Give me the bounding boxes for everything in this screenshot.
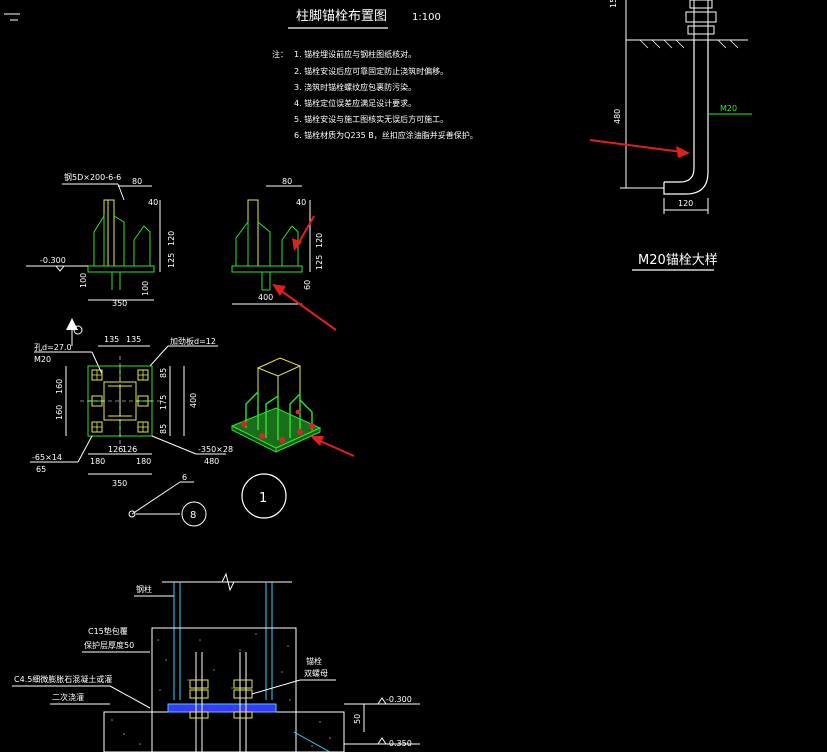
note-1: 1. 锚栓埋设前应与钢柱图纸核对。: [294, 49, 416, 59]
plan-dim-right-4: 85: [159, 424, 168, 434]
plan-dim-overall: 350: [112, 479, 127, 488]
elevation-right: 80 40 120 125 400 60: [231, 177, 324, 305]
plan-dim-left-1: 160: [55, 379, 64, 394]
elev-right-dim-120: 120: [315, 233, 324, 248]
note-4: 4. 锚栓定位误差应满足设计要求。: [294, 98, 416, 108]
anchor-bolt-detail: M20 150 480 120 M20锚栓大样: [609, 0, 752, 271]
elev-right-dim-125: 125: [315, 255, 324, 270]
elev-left-dim-40: 40: [148, 198, 158, 207]
note-5: 5. 锚栓安设与施工图核实无误后方可施工。: [294, 114, 448, 124]
plan-plate-label: -350×28: [198, 445, 233, 454]
corner-mark: [4, 13, 20, 21]
notes-label: 注：: [272, 49, 288, 59]
foundation-bolt-label: 锚栓: [306, 656, 322, 666]
plan-dim-left-2: 160: [55, 405, 64, 420]
foundation-cover-label: 保护层厚度50: [84, 640, 134, 650]
foundation-section: 钢柱 C: [12, 572, 420, 752]
drawing-scale: 1:100: [412, 12, 441, 23]
section-mark: 1: [241, 473, 287, 519]
plan-stiffener-label: 加劲板d=12: [170, 336, 216, 346]
plan-weld-size: 6: [182, 473, 187, 482]
elev-right-dim-40: 40: [296, 198, 306, 207]
red-arrow-isometric: [310, 436, 355, 457]
plan-bolt-label: M20: [34, 355, 51, 364]
foundation-dim-50: 50: [353, 714, 362, 724]
elev-right-dim-400: 400: [258, 293, 273, 302]
plan-dim-bottom-4: 180: [136, 457, 151, 466]
elev-left-plate-label: 钢5D×200-6-6: [64, 172, 121, 182]
section-number: 1: [259, 491, 267, 506]
drawing-title-block: 柱脚锚栓布置图 1:100: [288, 8, 441, 29]
elev-left-dim-350: 350: [112, 299, 127, 308]
anchor-size-label: M20: [720, 104, 737, 113]
isometric-view: [230, 357, 322, 453]
plan-plate-label-2: 480: [204, 457, 219, 466]
note-6: 6. 锚栓材质为Q235 B，丝扣应涂油脂并妥善保护。: [294, 130, 478, 140]
elev-left-dim-80: 80: [132, 177, 142, 186]
foundation-grout-label: 二次浇灌: [52, 692, 84, 702]
plan-dim-top-2: 135: [126, 335, 141, 344]
anchor-dim-120: 120: [678, 199, 693, 208]
anchor-dim-150: 150: [609, 0, 618, 8]
plan-dim-top-1: 135: [104, 335, 119, 344]
elev-left-dim-100b: 100: [141, 281, 150, 296]
red-arrows-elevation: [272, 215, 337, 331]
plan-dim-bottom-1: 180: [90, 457, 105, 466]
anchor-detail-title: M20锚栓大样: [638, 253, 718, 268]
plan-hole-label: 孔d=27.0: [34, 343, 72, 352]
elev-left-dim-125: 125: [167, 253, 176, 268]
plan-dim-right-1: 85: [159, 368, 168, 378]
plan-dim-bottom-3: 126: [122, 445, 137, 454]
anchor-dim-480: 480: [613, 109, 622, 124]
note-2: 2. 锚栓安设后应可靠固定防止浇筑时偏移。: [294, 66, 448, 76]
foundation-c45-label: C4.5细微膨胀石混凝土或灌: [14, 674, 112, 684]
elev-right-dim-80: 80: [282, 177, 292, 186]
plan-rib-label-2: 65: [36, 465, 46, 474]
plan-dim-right-3: 400: [189, 393, 198, 408]
foundation-double-nut-label: 双螺母: [304, 668, 328, 678]
elev-left-level: -0.300: [40, 256, 66, 265]
foundation-level-bottom: -0.350: [386, 739, 412, 748]
red-arrow-anchor: [589, 139, 690, 158]
elev-right-dim-60: 60: [303, 280, 312, 290]
plan-dim-bottom-2: 126: [108, 445, 123, 454]
plan-view: 孔d=27.0 M20 135 135 加劲板d=12: [30, 318, 233, 527]
elev-left-dim-120: 120: [167, 231, 176, 246]
drawing-title: 柱脚锚栓布置图: [296, 8, 387, 24]
plan-circle-8: 8: [190, 510, 196, 521]
notes: 注： 1. 锚栓埋设前应与钢柱图纸核对。 2. 锚栓安设后应可靠固定防止浇筑时偏…: [272, 49, 478, 140]
foundation-c15-label: C15垫包覆: [88, 626, 128, 636]
foundation-level-top: -0.300: [386, 695, 412, 704]
elev-left-dim-100a: 100: [79, 273, 88, 288]
plan-rib-label: -65×14: [32, 453, 62, 462]
plan-dim-right-2: 175: [159, 395, 168, 410]
note-3: 3. 浇筑时锚栓螺纹应包裹防污染。: [294, 82, 416, 92]
foundation-column-label: 钢柱: [136, 584, 152, 594]
elevation-left: 钢5D×200-6-6 80 40 120 125 -0.300 350 100…: [26, 172, 176, 308]
